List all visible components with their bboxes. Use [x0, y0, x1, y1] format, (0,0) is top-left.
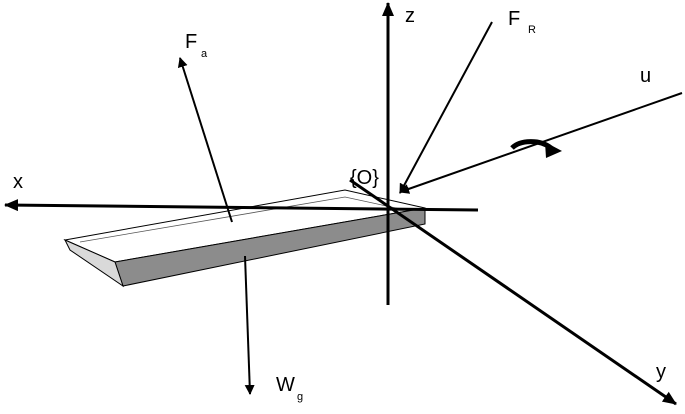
u-axis-label: u	[640, 65, 651, 87]
curved-rotation-arrow-icon	[510, 139, 562, 158]
origin-label: {O}	[350, 167, 379, 189]
aero-force-subscript: a	[201, 48, 208, 60]
y-axis	[349, 178, 677, 406]
x-axis	[4, 199, 479, 212]
y-axis-label: y	[656, 361, 666, 383]
weight-label: W	[276, 374, 295, 396]
rotor-force-subscript: R	[528, 24, 536, 36]
weight-subscript: g	[297, 391, 303, 403]
aero-force-label: F	[185, 31, 197, 53]
rotor-force-arrow	[399, 21, 493, 194]
x-axis-label: x	[13, 171, 23, 193]
rotor-force-label: F	[508, 8, 520, 30]
weight-arrow	[244, 255, 255, 395]
z-axis-label: z	[405, 5, 415, 27]
blade-end-face	[63, 238, 124, 288]
aero-force-arrow	[177, 57, 233, 223]
